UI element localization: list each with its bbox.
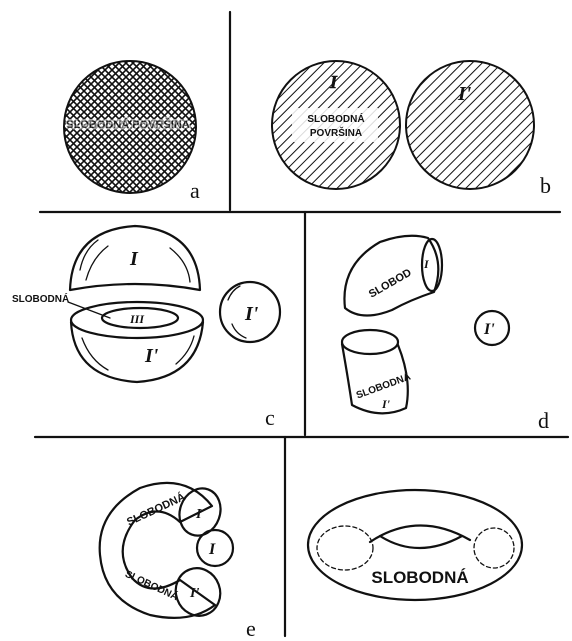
center-sphere-mark: I (208, 541, 216, 558)
sphere-hatched-2 (406, 61, 534, 189)
panel-e: SLOBODNÁ I SLOBODNÁ I' I e (100, 483, 256, 641)
panel-letter-c: c (265, 405, 275, 430)
panel-f: SLOBODNÁ (308, 490, 522, 600)
side-label: SLOBODNÁ (12, 292, 69, 305)
upper-mark: I (195, 507, 202, 522)
lower-hemisphere (71, 322, 203, 382)
panel-letter-d: d (538, 408, 549, 433)
sphere2-mark: I' (457, 83, 472, 105)
lower-shading (82, 336, 194, 370)
surface-label: SLOBODNÁ POVRŠINA (66, 118, 190, 131)
torus-hole-lower (380, 536, 462, 548)
panel-letter-e: e (246, 616, 256, 641)
panel-a: SLOBODNÁ POVRŠINA a (64, 61, 200, 203)
panel-c: I SLOBODNÁ III I' I' c (12, 226, 280, 430)
surface-label-line2: POVRŠINA (310, 126, 362, 139)
sphere1-mark: I (329, 72, 338, 92)
lower-mark: I' (189, 586, 199, 601)
surface-label-line1: SLOBODNÁ (307, 112, 364, 125)
panel-b: SLOBODNÁ POVRŠINA I I' b (272, 61, 551, 198)
upper-piece-mark: I (423, 257, 430, 271)
upper-text: SLOBODNÁ (125, 490, 188, 528)
small-sphere-mark: I' (483, 321, 495, 338)
lower-piece-top (342, 330, 398, 354)
left-cross-section (317, 526, 373, 570)
lower-half-mark: I' (144, 345, 159, 367)
panel-letter-b: b (540, 173, 551, 198)
panel-d: SLOBOD I SLOBODNÁ I' I' d (342, 236, 549, 433)
inner-mark: III (129, 312, 145, 326)
panel-letter-a: a (190, 178, 200, 203)
small-sphere-mark: I' (244, 303, 259, 325)
upper-piece-text: SLOBOD (367, 267, 414, 301)
upper-half-mark: I (129, 248, 139, 270)
lower-piece-mark: I' (381, 397, 391, 411)
small-sphere-shading (228, 286, 246, 338)
torus-text: SLOBODNÁ (371, 568, 468, 587)
right-cross-section (474, 528, 514, 568)
